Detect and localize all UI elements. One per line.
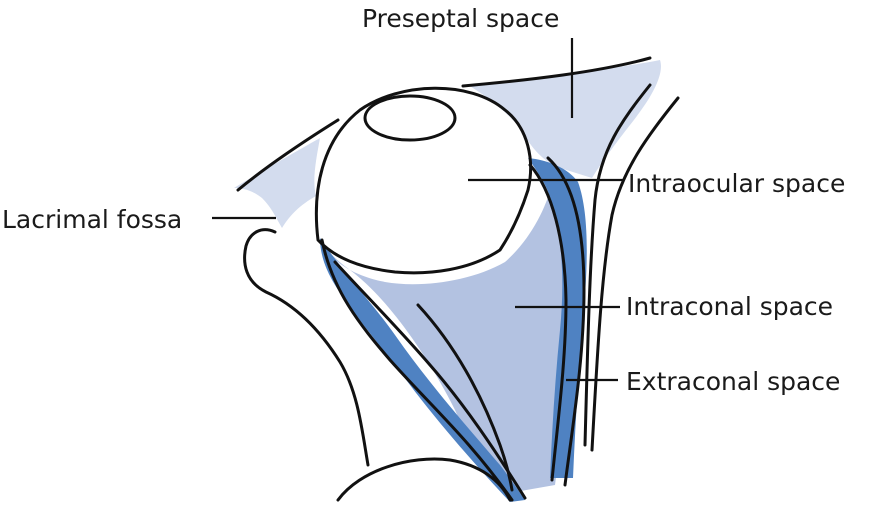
anatomy-outlines xyxy=(236,56,680,502)
lacrimal-bone-outline xyxy=(243,228,370,467)
preseptal-fill-upper xyxy=(468,60,661,178)
label-lacrimal-fossa: Lacrimal fossa xyxy=(2,205,182,234)
label-preseptal-space: Preseptal space xyxy=(362,4,559,33)
cone-muscle-lower-outer xyxy=(320,238,514,502)
cone-muscle-lower-axis xyxy=(416,303,514,492)
upper-lid-line xyxy=(236,118,340,192)
upper-orbital-rim-line xyxy=(461,56,652,88)
periorbita-line-outer xyxy=(590,96,680,452)
preseptal-fill-lower xyxy=(234,138,320,228)
extraconal-band-upper xyxy=(528,158,587,478)
lower-orbital-floor-line xyxy=(336,457,512,502)
cone-muscle-upper-outer xyxy=(528,163,568,482)
cone-muscle-upper-inner xyxy=(546,156,586,487)
label-extraconal-space: Extraconal space xyxy=(626,367,840,396)
extraconal-region xyxy=(320,158,587,502)
label-intraconal-space: Intraconal space xyxy=(626,292,833,321)
periorbita-line-inner xyxy=(583,83,652,447)
cornea-outline xyxy=(363,94,457,142)
extraconal-band-lower xyxy=(320,238,525,502)
label-intraocular-space: Intraocular space xyxy=(628,169,845,198)
cone-muscle-lower-inner xyxy=(333,260,527,500)
globe-outline xyxy=(314,86,533,275)
leader-lines xyxy=(212,38,624,382)
preseptal-region xyxy=(234,60,661,228)
